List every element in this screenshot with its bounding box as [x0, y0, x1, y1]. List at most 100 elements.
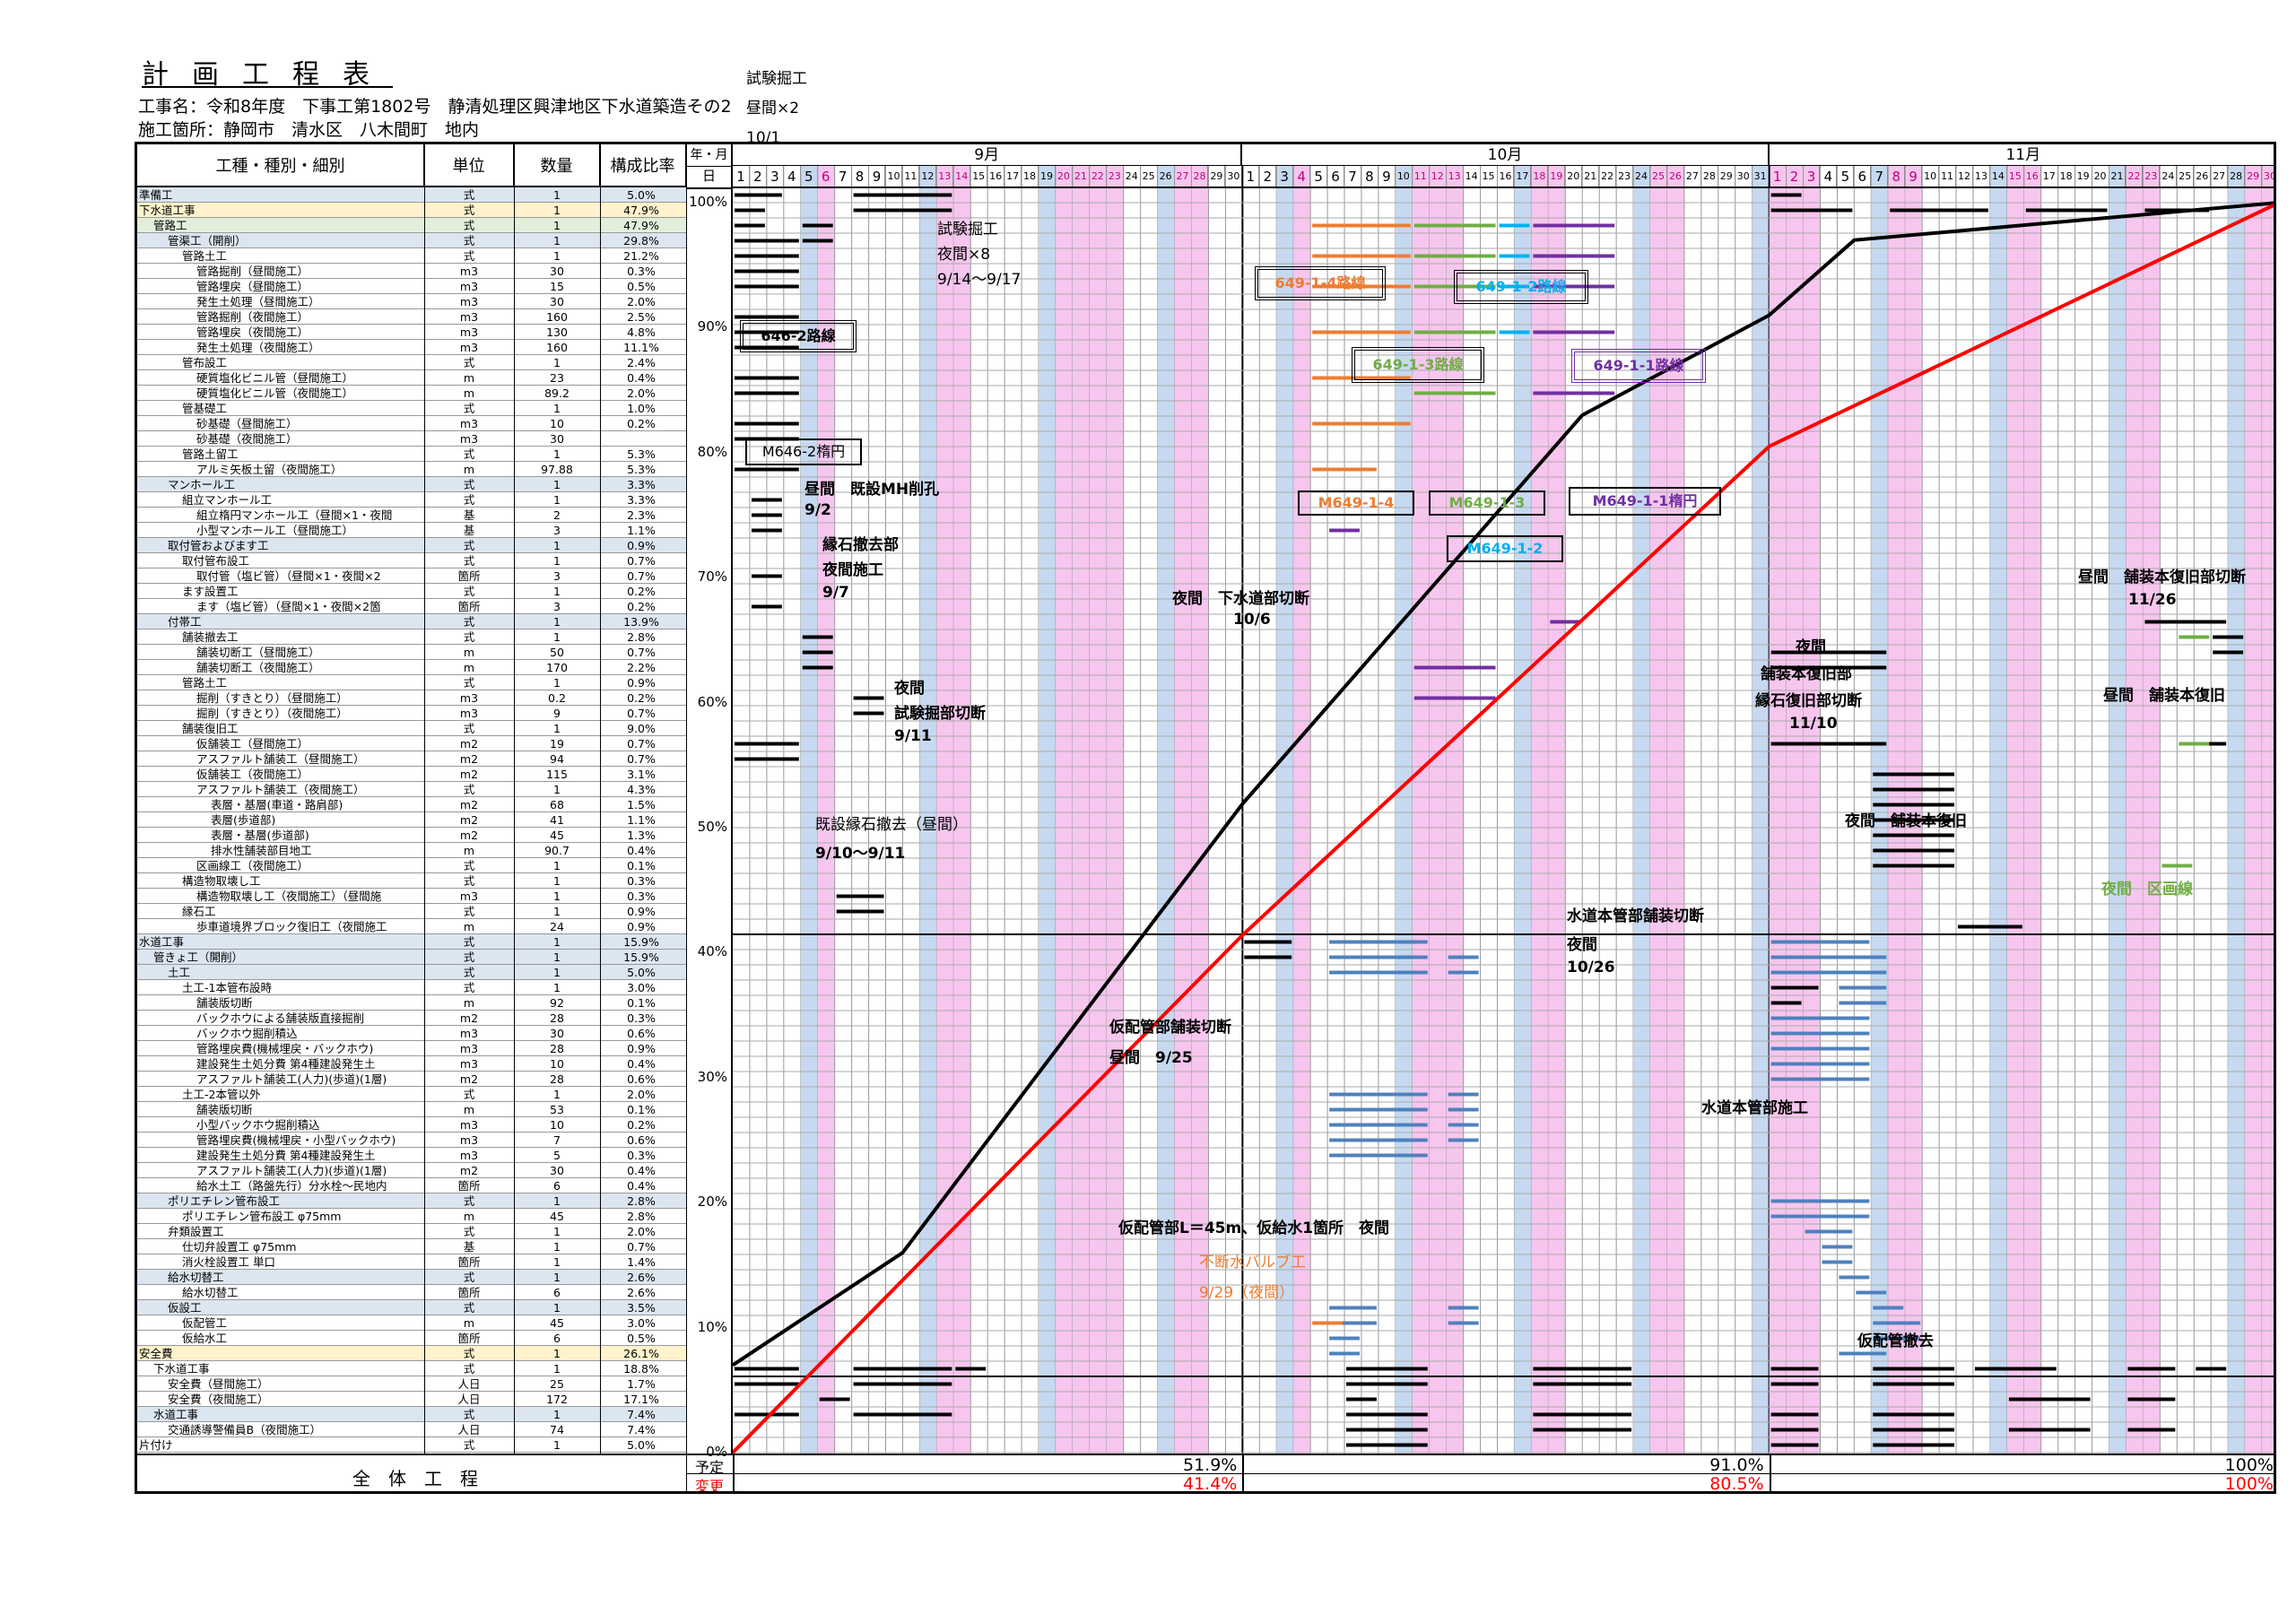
- row-q: 41: [550, 813, 564, 827]
- task-bar: [1448, 1306, 1479, 1310]
- annotation: 9/29（夜間）: [1199, 1284, 1295, 1302]
- row-q: 10: [550, 1057, 564, 1071]
- row-q: 3: [553, 524, 561, 537]
- day-header: 28: [1701, 166, 1718, 187]
- row-q: 1: [553, 981, 561, 994]
- row-u: 箇所: [457, 1286, 481, 1299]
- task-bar: [1839, 1062, 1870, 1066]
- task-bar: [1770, 208, 1853, 213]
- annotation: 夜間 舗装本復旧: [1845, 812, 1967, 830]
- day-header: 5: [1837, 166, 1855, 187]
- row-u: m: [463, 646, 475, 659]
- row-p: 5.3%: [627, 447, 656, 461]
- row-n: 仮舗装工（夜間施工）: [196, 768, 309, 781]
- row-p: 1.4%: [627, 1255, 656, 1269]
- row-p: 1.0%: [627, 402, 656, 415]
- task-bar: [1329, 1351, 1360, 1356]
- task-bar: [1329, 1123, 1428, 1127]
- annotation: 9/11: [894, 727, 932, 745]
- day-header: 7: [1871, 166, 1889, 187]
- day-header: 23: [1616, 166, 1634, 187]
- change-progress-curve: [733, 203, 2274, 1454]
- row-n: 管路埋戻（夜間施工）: [196, 325, 309, 339]
- task-bar: [735, 269, 799, 273]
- row-q: 170: [546, 661, 568, 674]
- col-header-qty: 数量: [514, 144, 600, 187]
- row-n: 消火栓設置工 単口: [182, 1255, 275, 1269]
- row-u: m3: [459, 280, 479, 293]
- task-bar: [1770, 1412, 1819, 1417]
- row-p: 15.9%: [623, 935, 659, 949]
- annotation: 試験掘工: [937, 221, 998, 239]
- row-n: 舗装版切断: [196, 1103, 253, 1116]
- task-bar: [802, 635, 833, 639]
- annotation: 不断水バルブ工: [1199, 1254, 1306, 1271]
- route-label: M649-1-4: [1298, 490, 1414, 516]
- task-bar: [1413, 330, 1496, 334]
- annotation: 10/26: [1567, 959, 1615, 976]
- row-q: 1: [553, 1194, 561, 1208]
- day-columns: [749, 166, 2274, 1454]
- task-bar: [1770, 193, 1802, 197]
- task-bar: [1770, 1214, 1870, 1219]
- row-u: m: [463, 1103, 475, 1116]
- row-u: 式: [463, 447, 475, 461]
- task-bar: [853, 696, 884, 700]
- row-u: m3: [459, 295, 479, 308]
- holiday-column: [1514, 187, 1532, 1454]
- row-p: 0.7%: [627, 569, 656, 583]
- row-u: m2: [459, 1011, 479, 1025]
- row-q: 28: [550, 1011, 564, 1025]
- row-p: 1.5%: [627, 798, 656, 812]
- day-header: 9: [869, 166, 886, 187]
- gantt-graphics: [733, 166, 2274, 1454]
- overall-progress-row: 全 体 工 程 予定 変更 51.9%41.4%91.0%80.5%100%10…: [137, 1454, 2274, 1491]
- month-header: 9月: [733, 144, 1243, 166]
- row-q: 1: [553, 249, 561, 263]
- task-bar: [2213, 650, 2244, 655]
- day-header: 21: [1582, 166, 1600, 187]
- day-header: 3: [1803, 166, 1821, 187]
- row-n: 歩車道境界ブロック復旧工（夜間施工: [196, 920, 387, 933]
- day-header: 30: [2262, 166, 2274, 187]
- row-u: m3: [459, 341, 479, 354]
- day-header: 12: [919, 166, 937, 187]
- row-p: 0.6%: [627, 1072, 656, 1086]
- holiday-column: [2023, 187, 2041, 1454]
- row-p: 0.6%: [627, 1133, 656, 1147]
- row-n: 組立マンホール工: [182, 493, 273, 507]
- row-q: 45: [550, 1210, 564, 1223]
- percent-tick-label: 10%: [697, 1318, 727, 1335]
- row-p: 2.0%: [627, 386, 656, 400]
- task-bar: [1533, 1412, 1632, 1417]
- row-u: 式: [463, 402, 475, 415]
- row-p: 0.4%: [627, 1179, 656, 1193]
- holiday-column: [1666, 187, 1684, 1454]
- row-n: 管布設工: [182, 356, 228, 369]
- holiday-column: [2006, 187, 2024, 1454]
- row-n: ポリエチレン管布設工: [168, 1194, 281, 1208]
- column-divider: [733, 1455, 735, 1491]
- row-n: ます（塩ビ管）（昼間×1・夜間×2箇: [196, 600, 381, 613]
- row-q: 160: [546, 310, 568, 324]
- row-u: 式: [463, 981, 475, 994]
- task-bar: [1770, 742, 1887, 746]
- task-bar: [1770, 985, 1819, 990]
- row-u: 式: [463, 1408, 475, 1421]
- row-p: 2.6%: [627, 1271, 656, 1284]
- row-u: 基: [463, 508, 475, 522]
- row-u: m: [463, 996, 475, 1010]
- row-n: 舗装切断工（夜間施工）: [196, 661, 320, 674]
- task-bar: [802, 223, 833, 228]
- row-n: バックホウによる舗装版直接掘削: [196, 1011, 365, 1025]
- task-bar: [1329, 1107, 1428, 1112]
- overall-label: 全 体 工 程: [352, 1468, 478, 1489]
- day-header: 11: [1412, 166, 1430, 187]
- task-bar: [819, 1397, 850, 1402]
- row-q: 1: [553, 890, 561, 903]
- row-n: アルミ矢板土留（夜間施工）: [196, 463, 343, 476]
